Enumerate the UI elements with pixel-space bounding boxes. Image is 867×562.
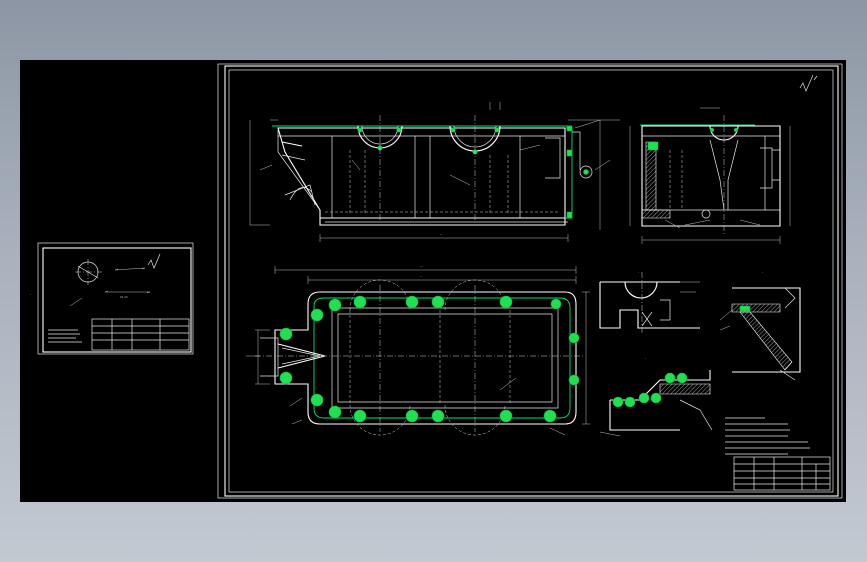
svg-text:▭ ▭: ▭ ▭ [120,295,128,299]
small-title-block [91,318,190,351]
svg-text:··: ·· [440,233,442,237]
svg-text:··: ·· [420,275,422,279]
svg-text:·: · [638,271,639,275]
sheet-small-outer-frame [37,242,194,355]
main-title-block [733,456,831,491]
sheet-main-border [217,63,843,499]
svg-text:···: ··· [420,265,423,269]
sheet-main-inner-frame [228,69,834,493]
section-a: · [599,271,700,334]
sheet-main-outer-frame [224,65,839,497]
svg-text:·: · [30,293,31,297]
drawing-canvas[interactable]: ▭ ▭ · [20,60,846,502]
technical-notes [725,417,810,455]
section-c: · [599,357,713,437]
side-view [629,107,791,244]
small-notes [48,329,82,343]
surface-roughness-symbol [799,74,818,92]
svg-text:·: · [645,357,646,361]
sheet-small: ▭ ▭ · [30,242,194,355]
front-view: ·· [249,102,620,242]
section-b: · [719,271,801,381]
plan-view: ··· ·· [246,265,590,436]
svg-text:·: · [762,271,763,275]
sheet-small-inner-frame [42,247,192,353]
